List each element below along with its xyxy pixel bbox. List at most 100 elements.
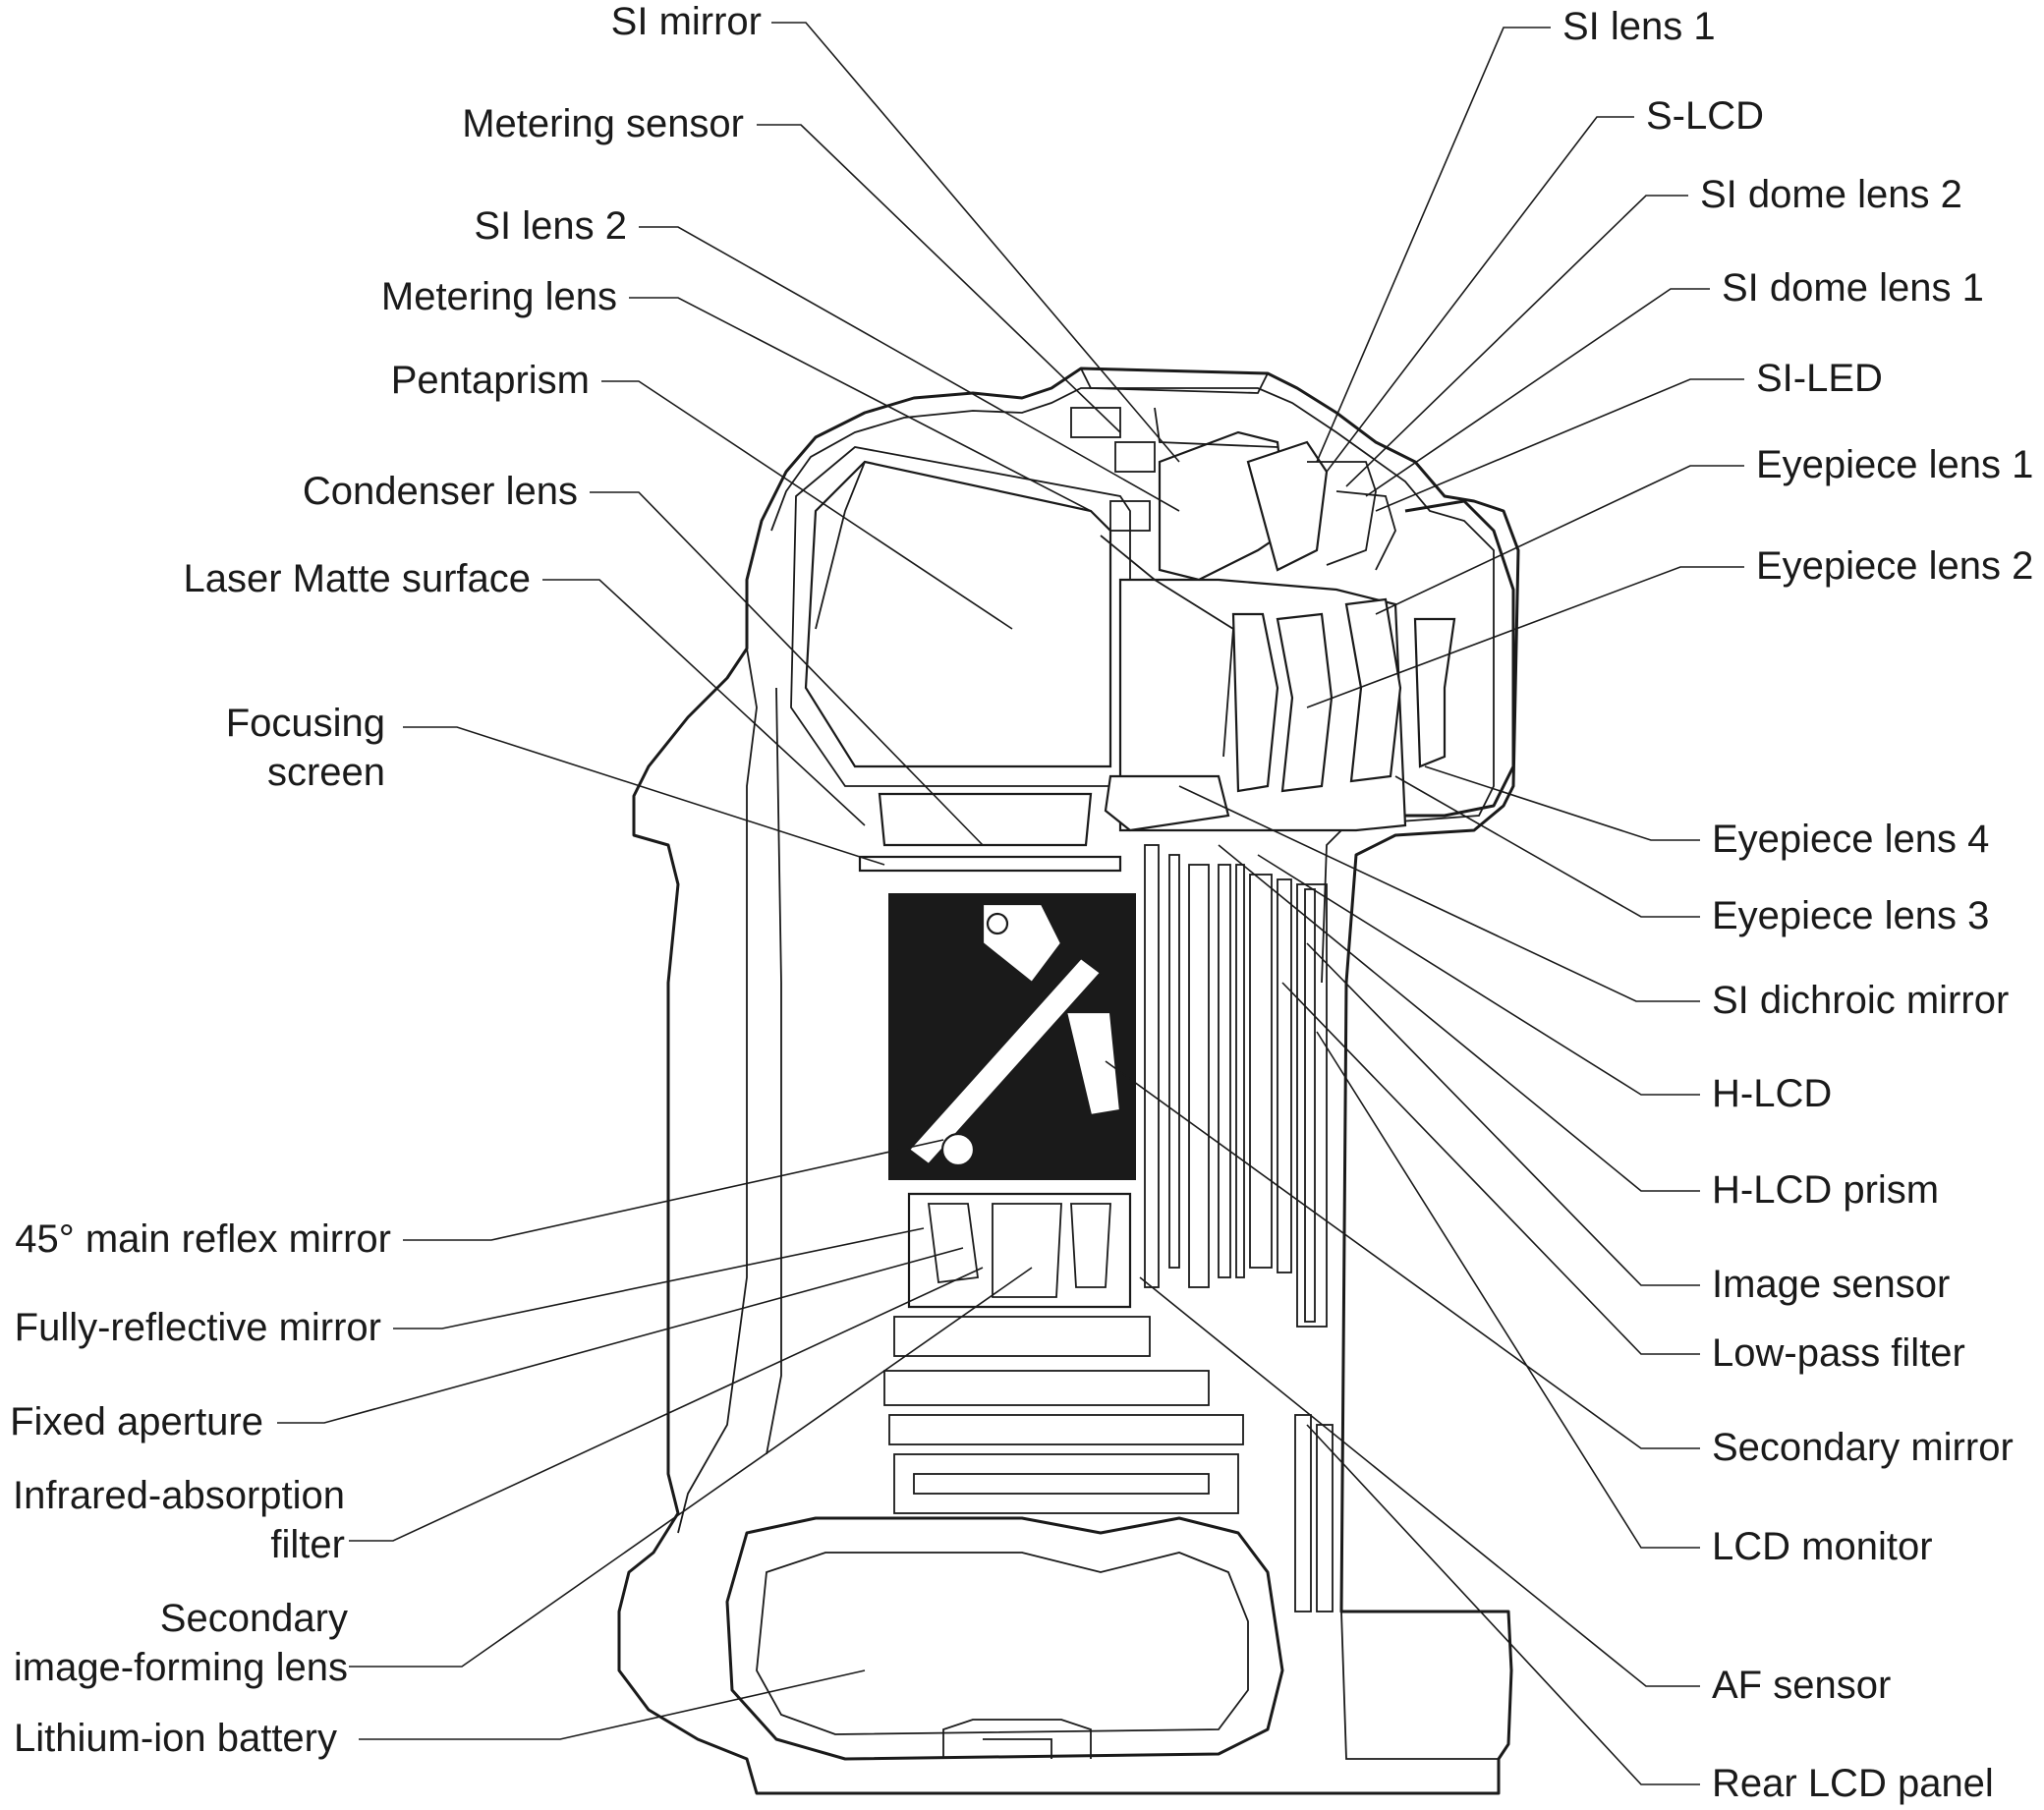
- eyepiece-lens-shape-d: [1413, 617, 1456, 768]
- label-line-lcd-monitor-0: LCD monitor: [1712, 1525, 1933, 1568]
- label-eyepiece-lens-3: Eyepiece lens 3: [1712, 894, 1989, 937]
- label-line-si-dome-lens-2-0: SI dome lens 2: [1700, 173, 1962, 216]
- leader-focusing-screen: [403, 726, 885, 866]
- lower-electronics: [883, 1316, 1244, 1514]
- label-line-low-pass-filter-0: Low-pass filter: [1712, 1331, 1965, 1375]
- label-s-lcd: S-LCD: [1646, 94, 1764, 138]
- label-line-si-mirror-0: SI mirror: [611, 0, 762, 43]
- leader-metering-sensor: [757, 124, 1121, 433]
- label-line-focusing-screen-0: Focusing: [226, 702, 385, 745]
- label-low-pass-filter: Low-pass filter: [1712, 1331, 1965, 1375]
- label-h-lcd-prism: H-LCD prism: [1712, 1168, 1939, 1212]
- leader-image-sensor: [1306, 942, 1700, 1286]
- grip-contour-inner: [766, 687, 782, 1455]
- label-si-lens-2: SI lens 2: [474, 204, 627, 248]
- mirror-pivot: [940, 1132, 976, 1167]
- leader-si-dichroic-mirror: [1178, 785, 1700, 1002]
- label-line-eyepiece-lens-4-0: Eyepiece lens 4: [1712, 818, 1989, 861]
- condenser-lens-shape: [878, 792, 1093, 847]
- label-line-eyepiece-lens-1-0: Eyepiece lens 1: [1756, 443, 2033, 486]
- label-line-eyepiece-lens-3-0: Eyepiece lens 3: [1712, 894, 1989, 937]
- eyepiece-lens-shape-b: [1276, 612, 1334, 793]
- label-line-infrared-absorption-filter-1: filter: [270, 1523, 345, 1566]
- leader-eyepiece-lens-4: [1424, 765, 1700, 841]
- label-si-lens-1: SI lens 1: [1562, 5, 1716, 48]
- label-si-led: SI-LED: [1756, 357, 1883, 400]
- label-condenser-lens: Condenser lens: [303, 470, 578, 513]
- label-si-dome-lens-2: SI dome lens 2: [1700, 173, 1962, 216]
- label-line-infrared-absorption-filter-0: Infrared-absorption: [13, 1474, 345, 1517]
- label-line-pentaprism-0: Pentaprism: [391, 359, 590, 402]
- leader-lines: [277, 22, 1744, 1785]
- label-line-h-lcd-prism-0: H-LCD prism: [1712, 1168, 1939, 1212]
- focusing-screen-shape: [858, 855, 1122, 873]
- label-line-secondary-image-forming-lens-0: Secondary: [160, 1597, 348, 1640]
- leader-eyepiece-lens-3: [1394, 775, 1700, 918]
- leader-si-led: [1375, 378, 1744, 512]
- label-si-dichroic-mirror: SI dichroic mirror: [1712, 979, 2009, 1022]
- label-line-af-sensor-0: AF sensor: [1712, 1664, 1891, 1707]
- leader-fixed-aperture: [277, 1247, 964, 1424]
- label-laser-matte-surface: Laser Matte surface: [184, 557, 532, 600]
- label-lithium-ion-battery: Lithium-ion battery: [14, 1717, 337, 1760]
- label-lcd-monitor: LCD monitor: [1712, 1525, 1933, 1568]
- labels-right-column: SI lens 1 S-LCD SI dome lens 2 SI dome lens…: [1562, 5, 2033, 1805]
- label-line-metering-sensor-0: Metering sensor: [462, 102, 744, 145]
- leader-si-dome-lens-1: [1365, 288, 1710, 497]
- label-line-fixed-aperture-0: Fixed aperture: [10, 1400, 263, 1443]
- label-eyepiece-lens-2: Eyepiece lens 2: [1756, 544, 2033, 588]
- label-pentaprism: Pentaprism: [391, 359, 590, 402]
- label-secondary-image-forming-lens: Secondary image-forming lens: [14, 1597, 348, 1689]
- label-metering-lens: Metering lens: [381, 275, 617, 318]
- leader-eyepiece-lens-2: [1306, 566, 1744, 708]
- eyecup: [1404, 499, 1515, 818]
- label-si-dome-lens-1: SI dome lens 1: [1722, 266, 1984, 310]
- label-line-image-sensor-0: Image sensor: [1712, 1263, 1950, 1306]
- leader-si-lens-1: [1316, 27, 1551, 463]
- label-metering-sensor: Metering sensor: [462, 102, 744, 145]
- leader-condenser-lens: [590, 491, 984, 846]
- label-line-fully-reflective-mirror-0: Fully-reflective mirror: [15, 1306, 381, 1349]
- label-eyepiece-lens-1: Eyepiece lens 1: [1756, 443, 2033, 486]
- battery-inner: [756, 1552, 1249, 1735]
- leader-si-lens-2: [639, 226, 1180, 512]
- label-line-h-lcd-0: H-LCD: [1712, 1072, 1832, 1115]
- leader-secondary-mirror: [1105, 1060, 1700, 1449]
- secondary-mirror-shape: [1064, 1010, 1122, 1117]
- label-fixed-aperture: Fixed aperture: [10, 1400, 263, 1443]
- leader-si-mirror: [771, 22, 1180, 463]
- label-line-secondary-image-forming-lens-1: image-forming lens: [14, 1646, 348, 1689]
- label-line-si-dome-lens-1-0: SI dome lens 1: [1722, 266, 1984, 310]
- leader-secondary-image-forming-lens: [349, 1267, 1033, 1668]
- camera-outer-shell: [617, 367, 1520, 1795]
- leader-main-reflex-mirror: [403, 1139, 944, 1241]
- sensor-shutter-stack: [1144, 844, 1328, 1328]
- leader-lithium-ion-battery: [359, 1669, 866, 1740]
- label-line-metering-lens-0: Metering lens: [381, 275, 617, 318]
- pentaprism-facet: [815, 461, 866, 630]
- label-line-secondary-mirror-0: Secondary mirror: [1712, 1426, 2014, 1469]
- grip-contour: [677, 648, 758, 1534]
- label-infrared-absorption-filter: Infrared-absorption filter: [13, 1474, 345, 1566]
- label-af-sensor: AF sensor: [1712, 1664, 1891, 1707]
- leader-s-lcd: [1326, 116, 1634, 473]
- label-line-si-led-0: SI-LED: [1756, 357, 1883, 400]
- leader-eyepiece-lens-1: [1375, 465, 1744, 615]
- battery-latch: [942, 1719, 1092, 1759]
- pentaprism-shape: [804, 460, 1112, 768]
- leader-af-sensor: [1139, 1276, 1700, 1687]
- eyepiece-lens-shape-a: [1231, 612, 1279, 793]
- leader-infrared-absorption-filter: [349, 1267, 984, 1542]
- label-image-sensor: Image sensor: [1712, 1263, 1950, 1306]
- linkage-pivot: [986, 912, 1009, 935]
- leader-fully-reflective-mirror: [393, 1227, 925, 1329]
- label-line-si-lens-2-0: SI lens 2: [474, 204, 627, 248]
- leader-h-lcd: [1257, 854, 1700, 1096]
- leader-pentaprism: [601, 380, 1013, 630]
- label-line-lithium-ion-battery-0: Lithium-ion battery: [14, 1717, 337, 1760]
- label-h-lcd: H-LCD: [1712, 1072, 1832, 1115]
- leader-lcd-monitor: [1316, 1031, 1700, 1549]
